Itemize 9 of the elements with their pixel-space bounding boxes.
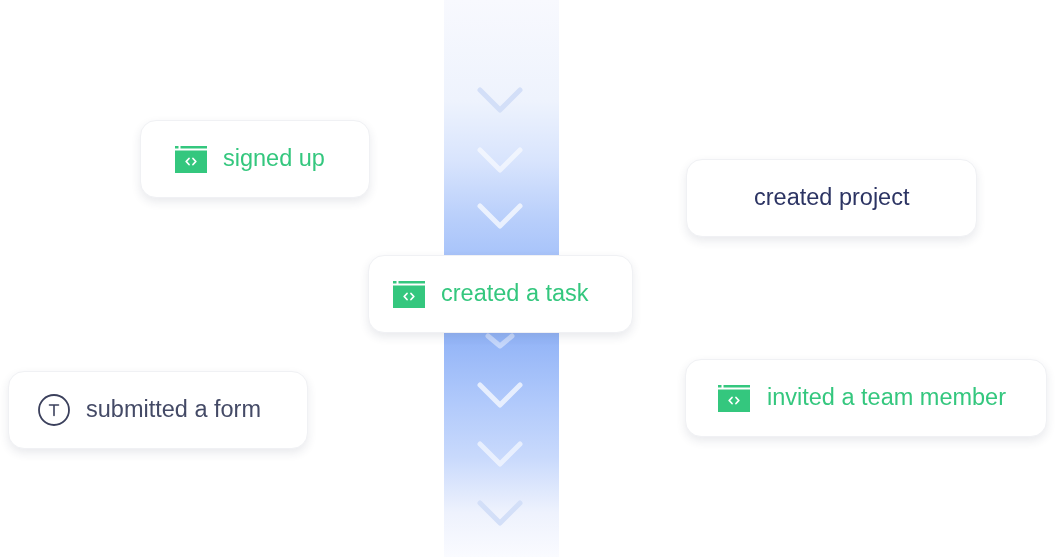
event-label: submitted a form — [86, 395, 261, 423]
event-card — [685, 359, 1047, 437]
event-label: created project — [754, 183, 910, 211]
event-label: invited a team member — [767, 383, 1007, 411]
event-card — [8, 371, 308, 449]
event-label: created a task — [441, 279, 589, 307]
event-card — [368, 255, 633, 333]
event-card — [140, 120, 370, 198]
event-label: signed up — [223, 144, 325, 172]
